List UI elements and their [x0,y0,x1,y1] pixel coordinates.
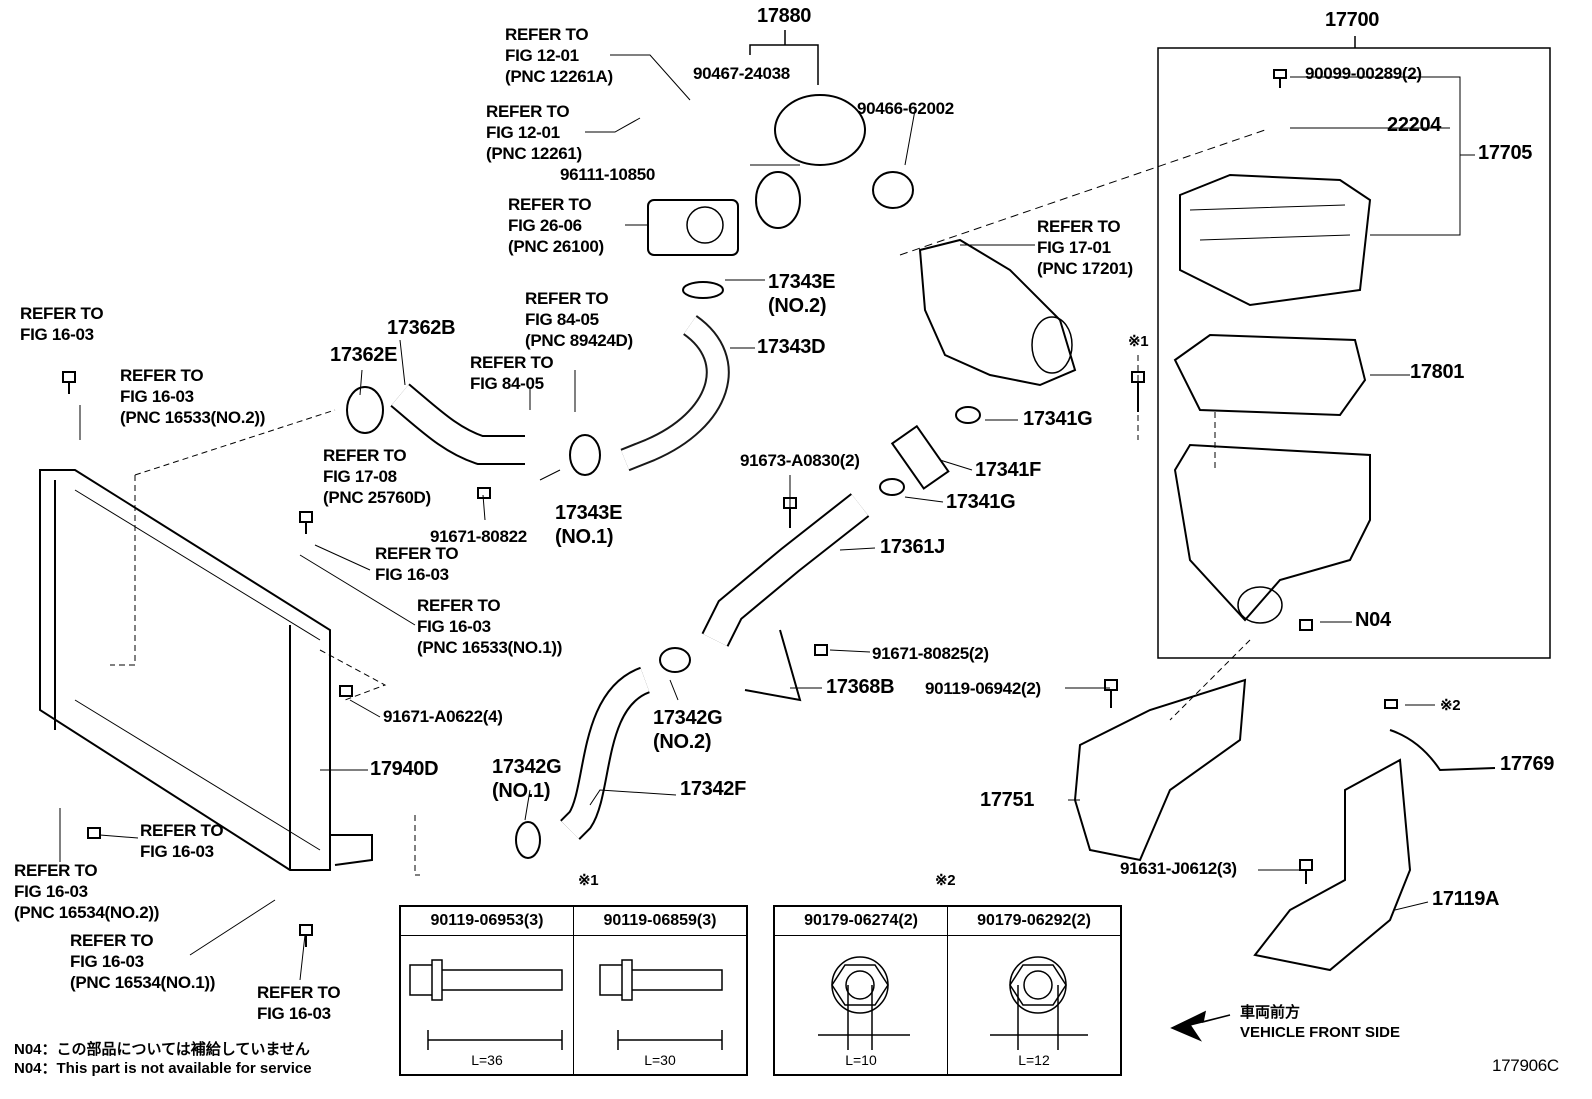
length-label: L=36 [471,1052,503,1068]
part-label: 17880 [757,5,812,27]
part-label: 17342G (NO.2) [653,707,723,753]
part-label: 91671-A0622(4) [383,707,503,726]
clamp-17362E [346,386,384,434]
leader-17880 [749,30,819,85]
part-label: 17343E (NO.1) [555,502,623,548]
part-label: 17343D [757,336,826,358]
table-header: 90179-06292(2) [947,905,1122,936]
part-label: 17342F [680,778,747,800]
part-label: 17119A [1432,888,1500,910]
part-label: 17342G (NO.1) [492,756,562,802]
part-label: 91671-80822 [430,527,527,546]
length-label: L=12 [1018,1052,1050,1068]
note-en: N04：This part is not available for servi… [14,1060,312,1077]
clamp-96111-10850 [755,171,801,229]
clamp-17343E-no1 [569,434,601,476]
bracket-17119A [1253,758,1412,972]
clamp-17343E-no2 [682,281,724,299]
reference-label: REFER TO FIG 16-03 (PNC 16533(NO.2)) [120,366,266,427]
arrow-left-icon [1170,1010,1231,1042]
front-label-jp: 車両前方 [1240,1004,1301,1021]
length-label: L=10 [845,1052,877,1068]
turbocharger [918,238,1077,387]
bolt-cell: L=30 [573,935,748,1076]
bolt-cell: L=36 [399,935,574,1076]
reference-label: REFER TO FIG 26-06 (PNC 26100) [508,195,604,256]
reference-label: REFER TO FIG 17-08 (PNC 25760D) [323,446,431,507]
clamp-90466-62002 [872,171,914,209]
part-label: 90467-24038 [693,64,790,83]
reference-label: REFER TO FIG 16-03 [140,821,224,861]
reference-label: REFER TO FIG 16-03 [20,304,104,344]
air-duct-17751 [1073,678,1247,862]
length-label: L=30 [644,1052,676,1068]
table-mark: ※1 [578,872,599,889]
table-mark: ※2 [935,872,956,889]
part-label: 17769 [1500,753,1555,775]
reference-label: REFER TO FIG 16-03 [375,544,459,584]
part-label: 91673-A0830(2) [740,451,860,470]
reference-label: REFER TO FIG 16-03 (PNC 16534(NO.1)) [70,931,216,992]
air-cleaner-case [1173,443,1371,622]
part-label: 17361J [880,536,945,558]
reference-label: REFER TO FIG 16-03 (PNC 16534(NO.2)) [14,861,160,922]
reference-label: REFER TO FIG 12-01 (PNC 12261) [486,102,582,163]
diagram-code: 177906C [1492,1056,1559,1075]
clamp-17341G-lower [879,478,905,496]
part-label: 96111-10850 [560,165,656,184]
part-label: 17801 [1410,361,1465,383]
part-label: 17362B [387,317,456,339]
nut-cell: L=12 [947,935,1122,1076]
part-label: 90466-62002 [857,99,954,118]
part-label: 17940D [370,758,439,780]
nut-cell: L=10 [773,935,948,1076]
part-label: 91671-80825(2) [872,644,989,663]
mark-label: ※1 [1128,333,1149,350]
bolt-table-2: 90179-06274(2) 90179-06292(2) L=10 L=12 [773,905,1122,1076]
hose-17341F [890,424,950,490]
part-label: 17341G [946,491,1016,513]
clamp-17342G-no1 [515,821,541,859]
bracket-17769 [1389,729,1496,772]
part-label: 90119-06942(2) [925,679,1041,698]
part-label: 91631-J0612(3) [1120,859,1237,878]
part-label: 90099-00289(2) [1305,64,1422,83]
leader-lines [59,54,1435,981]
part-label: 17341G [1023,408,1093,430]
reference-label: REFER TO FIG 16-03 [257,983,341,1023]
bolt-table-1: 90119-06953(3) 90119-06859(3) L=36 L=30 [399,905,748,1076]
reference-label: REFER TO FIG 16-03 (PNC 16533(NO.1)) [417,596,563,657]
air-filter-element [1173,333,1367,417]
mark-label: ※2 [1440,697,1461,714]
part-label: 17700 [1325,9,1380,31]
throttle-body [647,199,739,256]
clamp-17342G-no2 [659,647,691,673]
reference-label: REFER TO FIG 84-05 (PNC 89424D) [525,289,633,350]
air-cleaner-cap [1179,173,1372,307]
intake-pipe-17880 [774,94,866,166]
part-label: 17368B [826,676,895,698]
part-label: 17341F [975,459,1042,481]
bolt-icons [62,69,1398,947]
reference-label: REFER TO FIG 84-05 [470,353,554,393]
reference-label: REFER TO FIG 12-01 (PNC 12261A) [505,25,613,86]
clamp-17341G-upper [955,406,981,424]
bracket-17368B [744,629,802,702]
part-label: N04 [1355,609,1391,631]
table-header: 90179-06274(2) [773,905,948,936]
air-cleaner-group-box [1157,47,1551,659]
table-header: 90119-06953(3) [399,905,574,936]
table-header: 90119-06859(3) [573,905,748,936]
note-jp: N04：この部品については補給していません [14,1041,310,1058]
part-label: 17751 [980,789,1035,811]
part-label: 22204 [1387,114,1442,136]
front-label-en: VEHICLE FRONT SIDE [1240,1024,1401,1041]
part-label: 17705 [1478,142,1533,164]
radiator [39,469,331,871]
part-label: 17362E [330,344,398,366]
part-label: 17343E (NO.2) [768,271,836,317]
reference-label: REFER TO FIG 17-01 (PNC 17201) [1037,217,1133,278]
